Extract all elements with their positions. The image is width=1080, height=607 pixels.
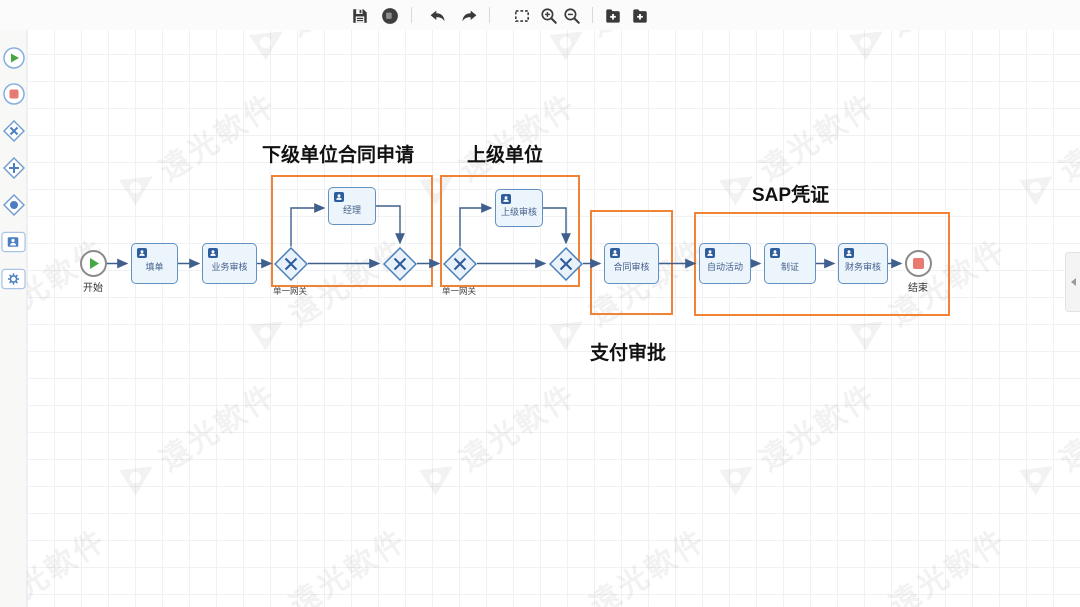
- gateway-split-1[interactable]: [273, 246, 309, 281]
- user-task-icon: [137, 248, 147, 258]
- service-task-tool[interactable]: [1, 266, 26, 291]
- user-task-tool[interactable]: [1, 229, 26, 254]
- task-label: 填单: [145, 262, 164, 272]
- gateway-label: 单一网关: [442, 286, 477, 296]
- toolbar-separator: [489, 7, 490, 23]
- gateway-label: 单一网关: [273, 286, 308, 296]
- task-contract-review[interactable]: 合同审核: [604, 243, 659, 284]
- group-label: SAP凭证: [752, 185, 830, 206]
- snapshot-icon[interactable]: [381, 7, 399, 25]
- start-event-label: 开始: [83, 283, 103, 294]
- group-label: 上级单位: [467, 145, 544, 166]
- fit-selection-icon[interactable]: [513, 7, 531, 25]
- user-task-icon: [610, 248, 620, 258]
- start-event-tool[interactable]: [1, 45, 26, 70]
- gateway-merge-2[interactable]: [548, 246, 584, 281]
- group-box-superior-unit[interactable]: [440, 175, 580, 287]
- export-model-icon[interactable]: [631, 7, 649, 25]
- group-label: 下级单位合同申请: [262, 145, 415, 166]
- undo-icon[interactable]: [429, 7, 447, 25]
- user-task-icon: [844, 248, 854, 258]
- inclusive-gateway-tool[interactable]: [1, 192, 26, 217]
- task-superior-review[interactable]: 上级审核: [495, 189, 543, 227]
- end-event-tool[interactable]: [1, 81, 26, 106]
- zoom-out-icon[interactable]: [563, 7, 581, 25]
- task-label: 财务审核: [844, 262, 881, 272]
- user-task-icon: [208, 248, 218, 258]
- end-event-square: [913, 258, 924, 269]
- group-box-subordinate-contract[interactable]: [271, 175, 433, 287]
- group-label: 支付审批: [590, 343, 667, 364]
- task-fill-form[interactable]: 填单: [131, 243, 178, 284]
- user-task-icon: [501, 194, 511, 204]
- toolbar-separator: [592, 7, 593, 23]
- task-label: 合同审核: [613, 262, 650, 272]
- save-icon[interactable]: [351, 7, 369, 25]
- toolbar-separator: [411, 7, 412, 23]
- exclusive-gateway-tool[interactable]: [1, 118, 26, 143]
- redo-icon[interactable]: [460, 7, 478, 25]
- user-task-icon: [770, 248, 780, 258]
- task-label: 上级审核: [500, 206, 537, 217]
- task-manager[interactable]: 经理: [328, 187, 376, 225]
- import-model-icon[interactable]: [604, 7, 622, 25]
- task-label: 业务审核: [211, 262, 248, 272]
- end-event[interactable]: [905, 250, 932, 277]
- parallel-gateway-tool[interactable]: [1, 155, 26, 180]
- gateway-split-2[interactable]: [442, 246, 478, 281]
- user-task-icon: [705, 248, 715, 258]
- zoom-in-icon[interactable]: [540, 7, 558, 25]
- right-panel-toggle[interactable]: [1065, 252, 1080, 312]
- start-event[interactable]: [80, 250, 107, 277]
- toolbar: [0, 0, 1080, 30]
- gateway-merge-1[interactable]: [382, 246, 418, 281]
- task-label: 自动活动: [706, 262, 743, 272]
- end-event-label: 结束: [908, 283, 928, 294]
- chevron-left-icon: [1070, 278, 1076, 286]
- task-business-review[interactable]: 业务审核: [202, 243, 257, 284]
- task-finance-review[interactable]: 财务审核: [838, 243, 888, 284]
- task-auto-activity[interactable]: 自动活动: [699, 243, 751, 284]
- task-label: 经理: [342, 204, 361, 215]
- task-make-voucher[interactable]: 制证: [764, 243, 816, 284]
- task-label: 制证: [780, 262, 799, 272]
- user-task-icon: [334, 192, 344, 202]
- sidebar-palette: [0, 30, 27, 607]
